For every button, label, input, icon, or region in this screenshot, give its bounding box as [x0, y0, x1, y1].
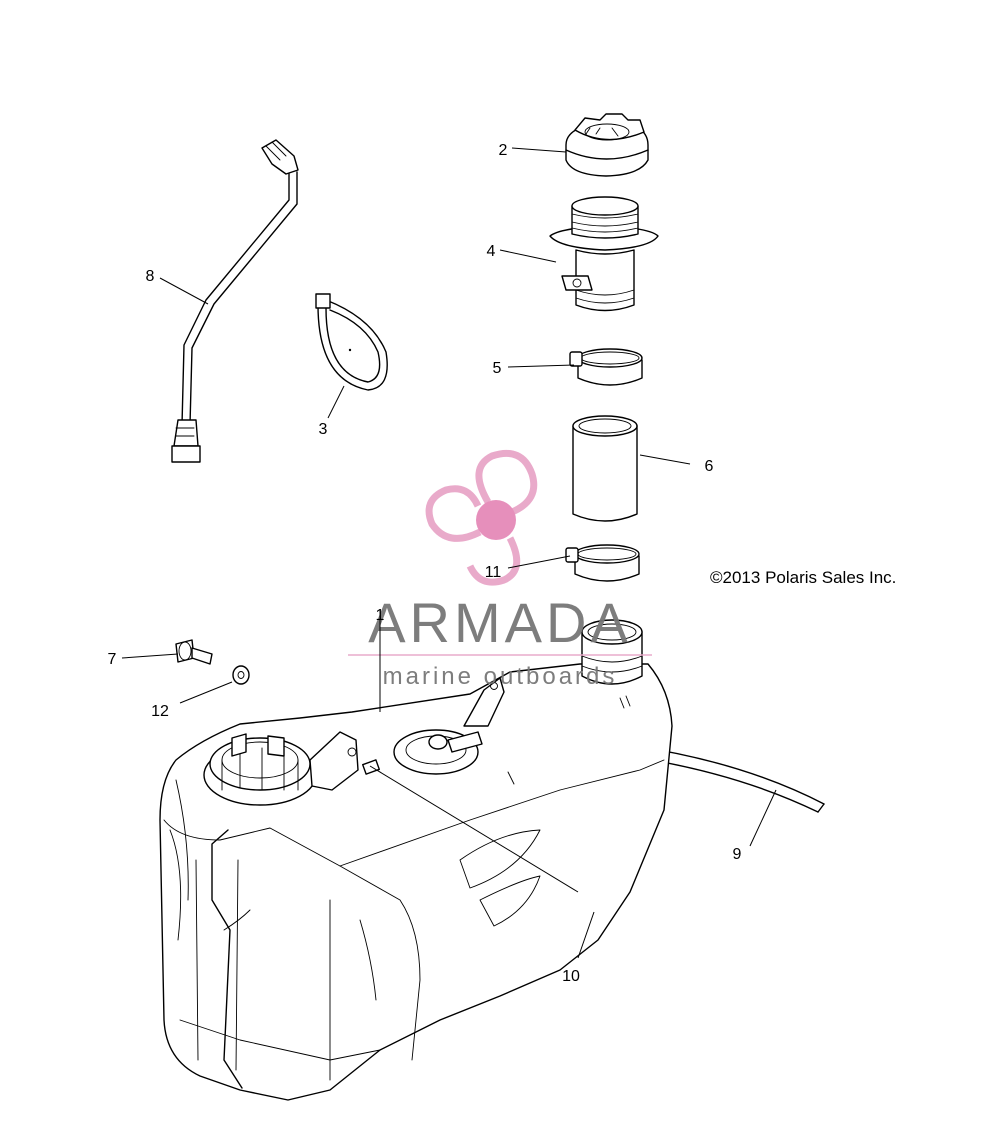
callout-10: 10: [562, 968, 580, 985]
callout-1: 1: [376, 607, 385, 624]
callout-12: 12: [151, 703, 169, 720]
callout-5: 5: [493, 360, 502, 377]
callout-8: 8: [146, 268, 155, 285]
callout-labels: 1 2 3 4 5 6 7 8 9 10 11 12: [108, 142, 742, 985]
part-2-fuel-cap: [565, 113, 649, 177]
watermark-propeller-logo: [425, 449, 538, 586]
part-7-bolt: [175, 639, 213, 665]
callout-2: 2: [499, 142, 508, 159]
part-8-vent-line: [171, 139, 299, 463]
callout-3: 3: [319, 421, 328, 438]
callout-6: 6: [705, 458, 714, 475]
watermark-tagline: marine outboards: [383, 663, 618, 690]
part-4-filler-neck: [549, 196, 659, 312]
leader-lines: [121, 147, 777, 959]
callout-11: 11: [485, 564, 502, 581]
watermark: ARMADA marine outboards: [348, 449, 652, 690]
part-11-clamp: [565, 544, 640, 582]
part-5-clamp: [569, 348, 643, 386]
watermark-brand: ARMADA: [368, 591, 632, 654]
part-1-fuel-tank: [159, 619, 673, 1101]
callout-9: 9: [733, 846, 742, 863]
copyright-notice: ©2013 Polaris Sales Inc.: [710, 568, 896, 587]
callout-4: 4: [487, 243, 496, 260]
part-3-strap: [315, 293, 388, 391]
callout-7: 7: [108, 651, 117, 668]
part-12-washer: [232, 665, 250, 685]
part-6-hose: [572, 415, 638, 522]
